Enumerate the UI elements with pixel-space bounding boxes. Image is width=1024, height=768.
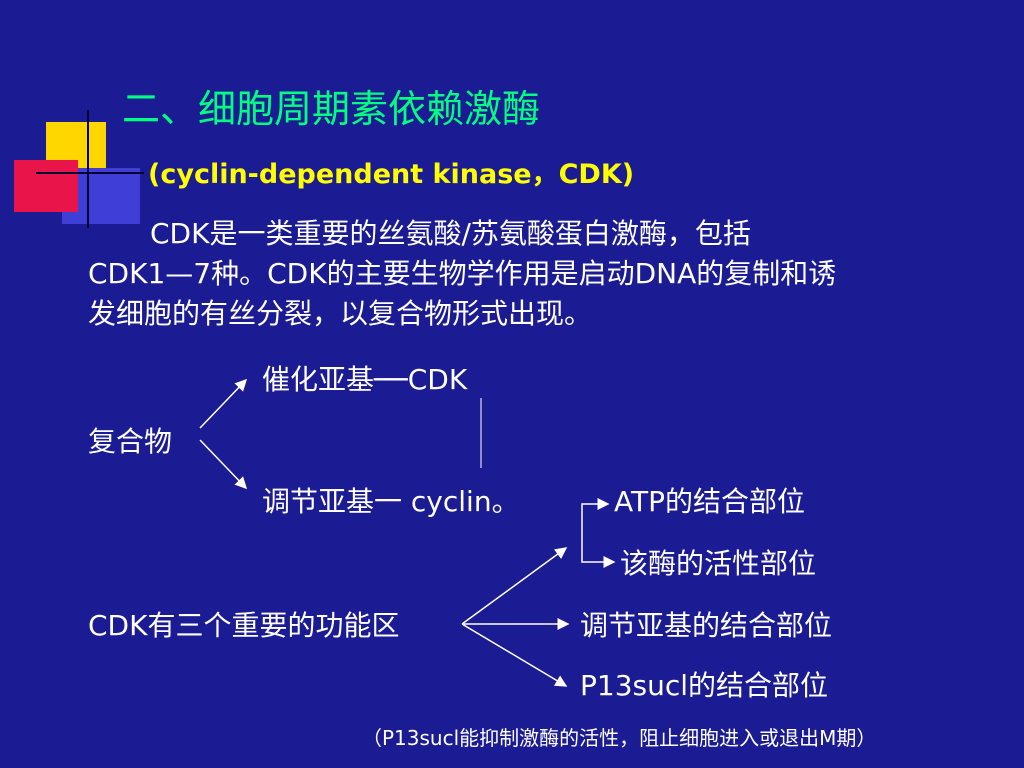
arrow-to-p13sucl: [461, 623, 568, 687]
domain-item-p13sucl-binding: P13sucl的结合部位: [580, 669, 829, 702]
deco-vertical-line: [87, 110, 89, 228]
arrow-to-catalytic: [199, 378, 248, 429]
arrow-to-regulatory: [199, 439, 248, 490]
domain-item-atp: ATP的结合部位: [614, 485, 805, 518]
description-paragraph: CDK是一类重要的丝氨酸/苏氨酸蛋白激酶，包括 CDK1—7种。CDK的主要生物…: [88, 214, 988, 334]
domain-item-active-site: 该酶的活性部位: [620, 547, 817, 580]
footnote: （P13sucl能抑制激酶的活性，阻止细胞进入或退出M期）: [362, 726, 877, 750]
domains-label: CDK有三个重要的功能区: [88, 609, 400, 642]
arrow-to-active-site: [581, 540, 616, 568]
page-subtitle: (cyclin-dependent kinase，CDK): [148, 159, 635, 190]
paragraph-line-3: 发细胞的有丝分裂，以复合物形式出现。: [88, 297, 593, 330]
paragraph-line-1: CDK是一类重要的丝氨酸/苏氨酸蛋白激酶，包括: [150, 217, 751, 250]
deco-horizontal-line: [36, 172, 144, 174]
paragraph-line-2: CDK1—7种。CDK的主要生物学作用是启动DNA的复制和诱: [88, 257, 837, 290]
deco-red-square: [14, 160, 78, 212]
catalytic-subunit-label: 催化亚基──CDK: [262, 363, 468, 396]
page-title: 二、细胞周期素依赖激酶: [122, 87, 541, 131]
arrow-to-atp: [581, 498, 610, 540]
arrow-to-bracket: [461, 547, 568, 625]
domain-item-regulatory-binding: 调节亚基的结合部位: [580, 609, 833, 642]
regulatory-subunit-label: 调节亚基一 cyclin。: [262, 485, 520, 518]
complex-label: 复合物: [88, 425, 173, 458]
